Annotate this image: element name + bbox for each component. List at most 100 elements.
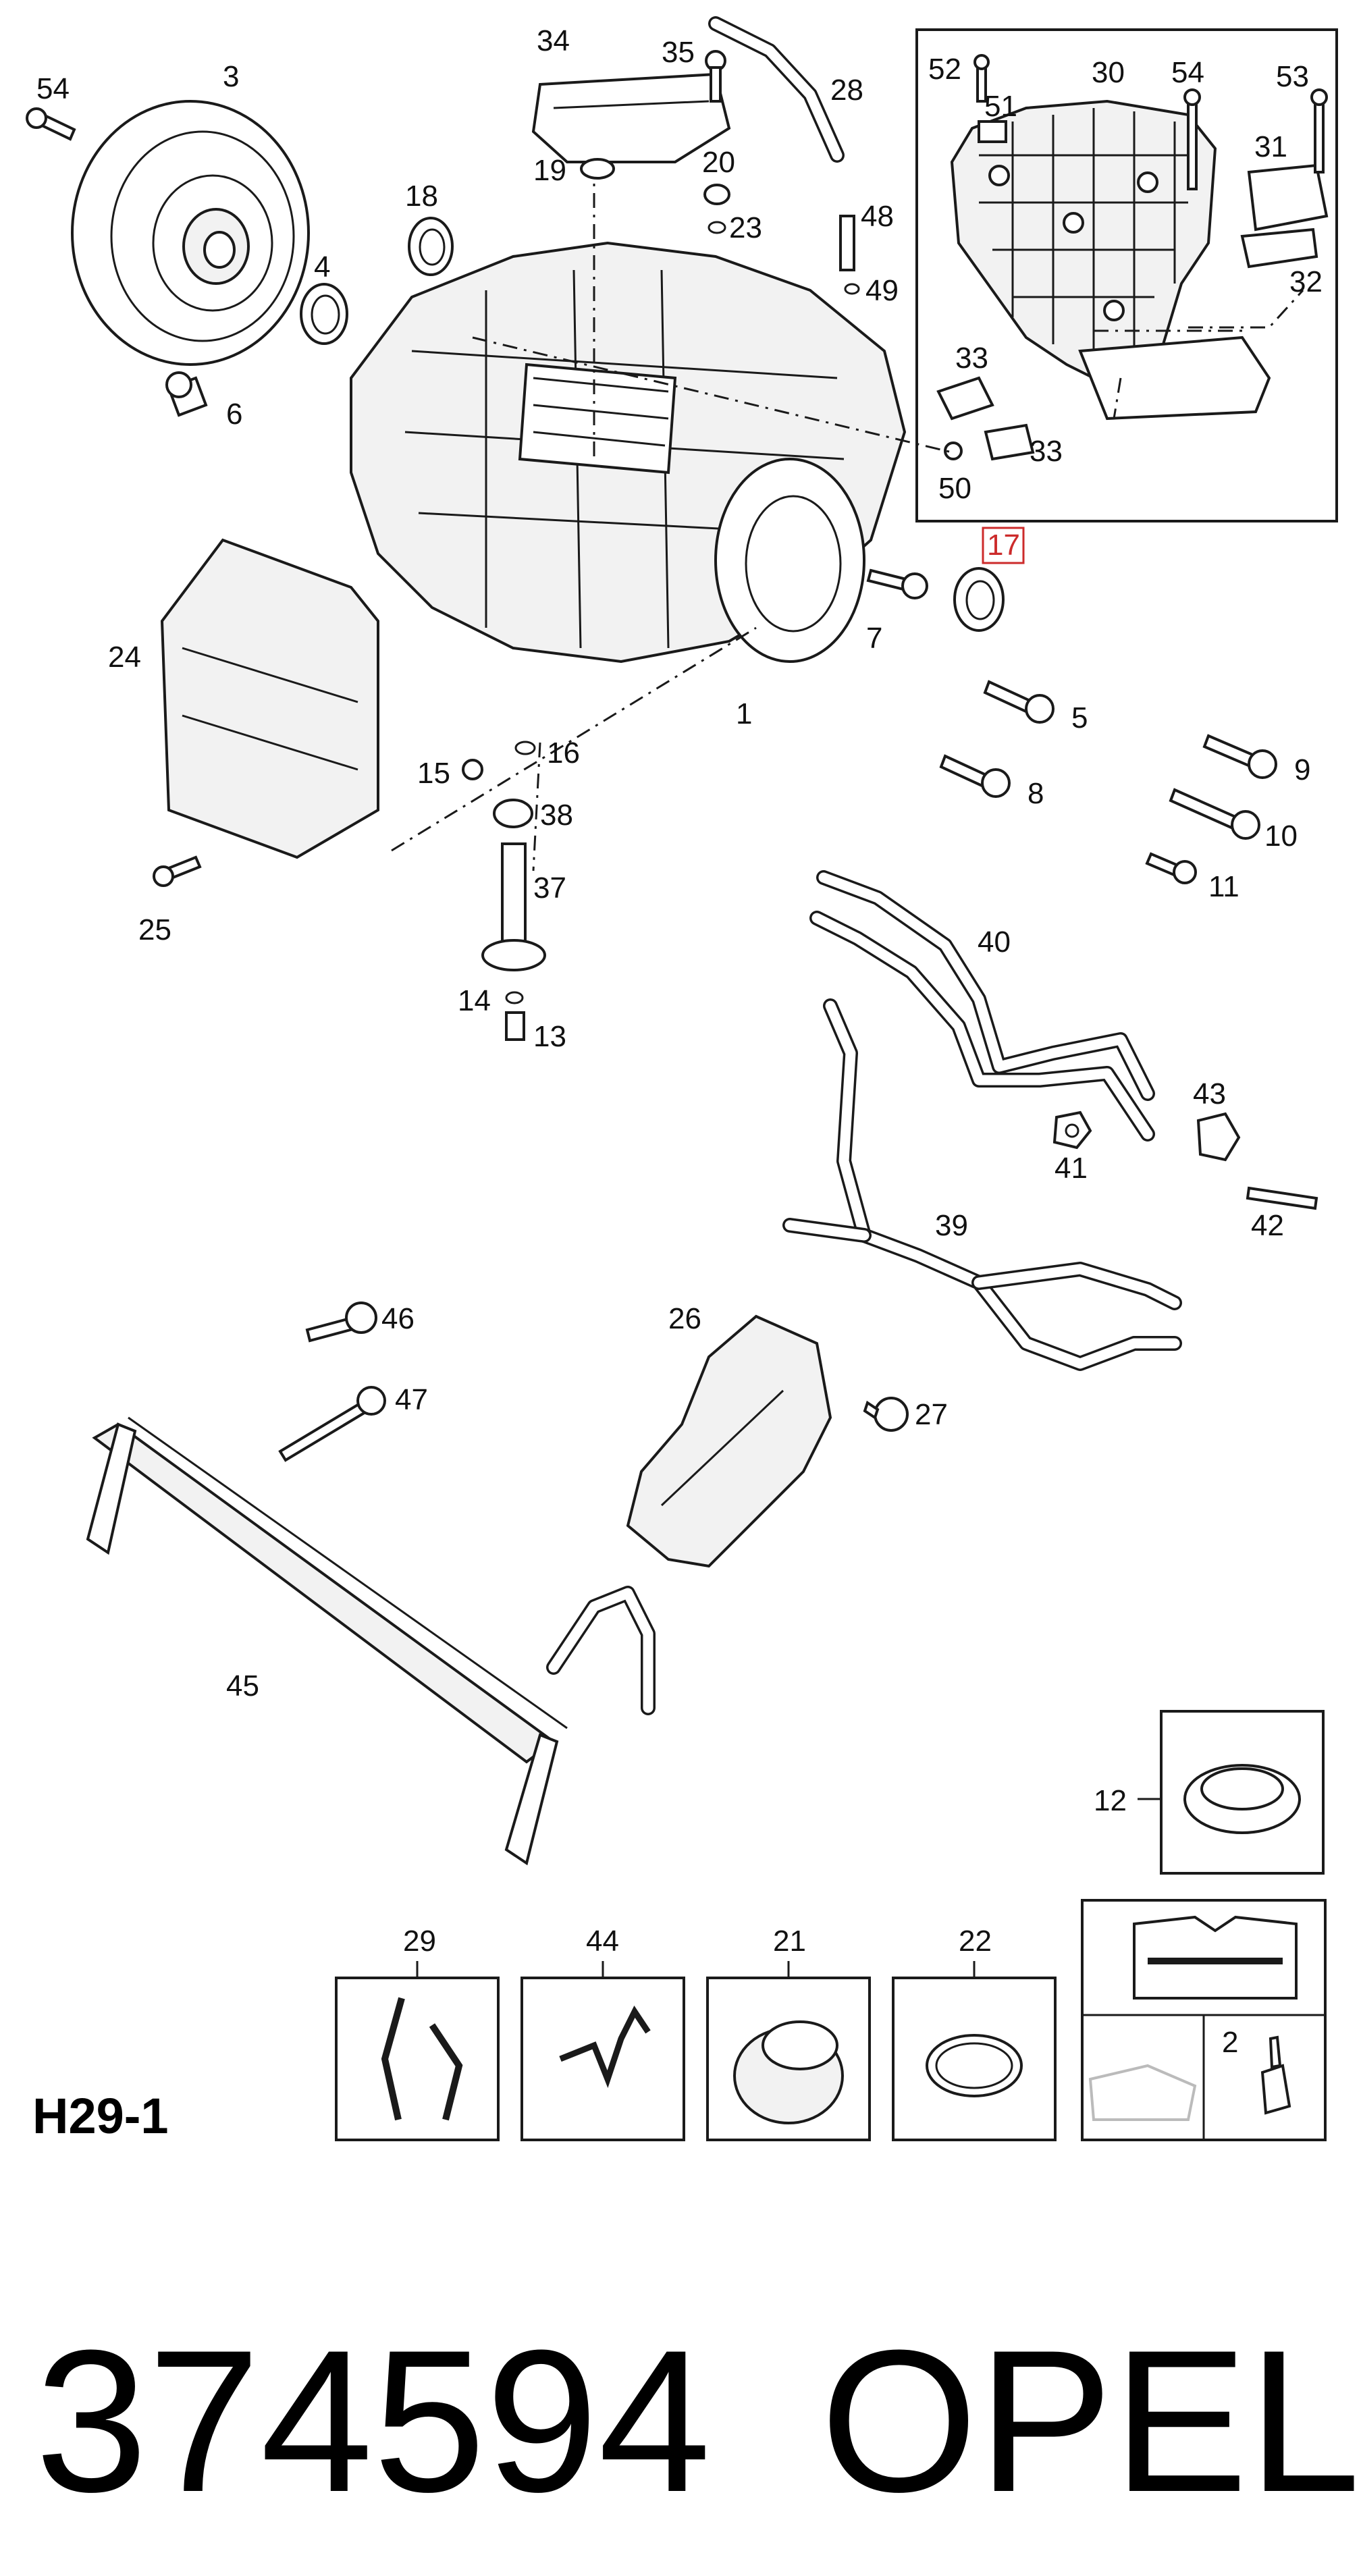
seal-37 [493,799,533,828]
label-22: 22 [959,1925,992,1958]
label-10: 10 [1264,820,1298,853]
seal-12 [1183,1764,1301,1834]
seal-18 [408,217,454,276]
o-ring-22 [926,2034,1023,2097]
bolt-10 [1169,788,1260,840]
label-51: 52 [928,53,961,86]
label-29: 29 [403,1925,436,1958]
label-45: 46 [381,1302,415,1335]
seal-19 [580,158,615,180]
label-7: 7 [866,622,882,655]
seal-48 [844,283,860,295]
label-23: 23 [729,211,762,244]
bolt-54 [26,107,76,141]
oil-level-icon [1088,2064,1197,2121]
label-36: 37 [533,871,566,905]
cooler-hose-39 [809,870,1155,1142]
label-14: 14 [458,984,491,1017]
bolt-52 [1310,88,1328,173]
nut-27 [863,1397,909,1432]
part-number: 374594 [35,2307,711,2534]
bolt-5 [983,680,1055,724]
nut-42 [1196,1112,1241,1162]
seal-14 [505,991,524,1004]
valve-body [950,99,1271,421]
sensor-33-a [936,376,994,421]
label-17: 17 [987,529,1020,562]
bolt-15 [462,759,483,780]
label-52: 53 [1276,60,1309,93]
label-5: 5 [1071,701,1088,734]
stud-41 [1246,1186,1318,1210]
torque-converter [71,100,310,366]
clip-43 [559,2006,651,2089]
label-25: 25 [138,913,171,946]
label-18: 18 [405,180,438,213]
label-39: 40 [978,925,1011,959]
seal-21 [733,2020,844,2124]
plug-20 [703,184,730,205]
label-33-b: 33 [1030,435,1063,468]
label-54: 54 [36,72,70,105]
label-46: 47 [395,1383,428,1416]
bolt-9 [1202,734,1277,779]
bolt-53 [1183,88,1201,190]
highlight-box-17 [982,527,1025,564]
transmission-cooler [86,1416,656,1866]
label-12: 12 [1094,1784,1127,1817]
label-2: 2 [1222,2026,1238,2059]
item-29-box [335,1977,500,2141]
label-43: 44 [586,1925,619,1958]
label-27: 27 [915,1398,948,1431]
label-40: 41 [1055,1152,1088,1185]
seal-16 [514,741,536,755]
label-26: 26 [668,1302,701,1335]
label-8: 8 [1028,777,1044,810]
label-49: 50 [938,472,971,505]
seal-23 [708,221,726,234]
label-15: 15 [417,757,450,790]
filter-pipe-36 [481,842,546,971]
solenoid-cover [1240,163,1329,269]
label-50: 51 [984,90,1017,123]
transmission-housing [350,241,907,664]
bolt-46 [278,1386,386,1462]
manual-wrench-icon [1133,1915,1298,2000]
label-34: 34 [537,24,570,57]
label-19: 19 [533,154,566,187]
label-48: 49 [865,274,899,307]
plug-13 [505,1011,525,1041]
clip-29 [381,1997,463,2121]
label-4: 4 [314,250,330,284]
diagram-code: H29-1 [32,2088,169,2144]
label-41: 42 [1251,1209,1284,1242]
label-38: 39 [935,1209,968,1242]
bolt-35 [705,50,726,103]
bolt-25 [153,855,202,887]
bolt-11 [1145,852,1197,884]
label-9: 9 [1294,753,1310,786]
control-module-34 [531,72,731,163]
label-37: 38 [540,799,573,832]
heat-shield [626,1314,832,1568]
label-24: 24 [108,641,141,674]
brand-name: OPEL [820,2307,1360,2534]
label-44: 45 [226,1669,259,1702]
seal-4 [300,283,348,345]
label-1: 1 [736,697,752,730]
label-31: 31 [1254,130,1287,163]
label-3: 3 [223,60,239,93]
oil-pan [160,538,379,859]
label-11: 11 [1208,870,1239,903]
sensor-47 [839,215,855,271]
bolt-8 [939,754,1011,798]
sensor-33-b [984,423,1035,461]
label-35: 35 [662,36,695,69]
label-30: 30 [1092,56,1125,89]
nut-40 [1052,1110,1092,1150]
label-13: 13 [533,1020,566,1053]
bracket-50 [978,120,1007,143]
label-47: 48 [861,200,894,233]
label-16: 16 [547,736,580,770]
